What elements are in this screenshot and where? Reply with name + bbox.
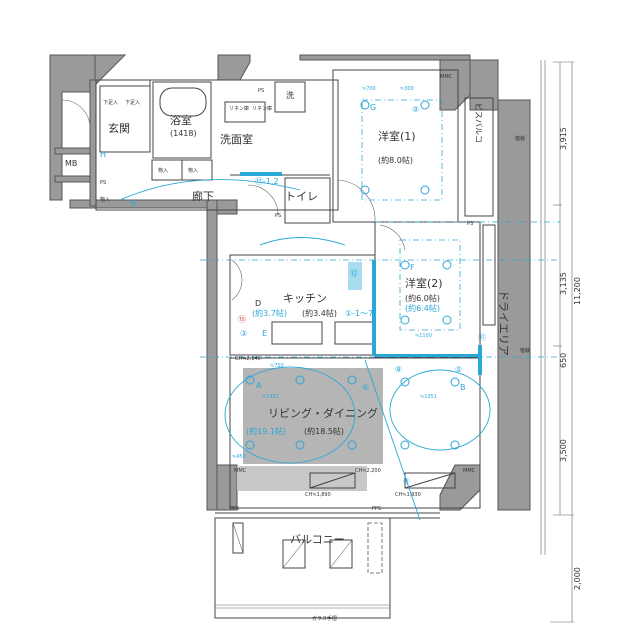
dim-2000: 2,000 (573, 567, 582, 590)
room-living-size-b: (約18.5帖) (304, 426, 344, 436)
walls (49, 54, 531, 511)
marker-3: ③ (240, 329, 247, 338)
a-mark: A (256, 381, 262, 390)
glass-rail-label: ガラス手摺 (312, 615, 337, 622)
ch-1890: CH≒1,890 (305, 492, 331, 498)
marker-11: ⑪ (478, 333, 486, 342)
electrical-layout (119, 99, 560, 521)
room-labels: 玄関 浴室 (1418) 洗面室 トイレ 廊下 MB 洋室(1) (約8.0帖)… (65, 103, 510, 622)
washer-label: 洗 (286, 90, 294, 100)
f-mark: F (410, 263, 415, 272)
marker-12: ⑫ (350, 269, 358, 278)
room-corridor: 廊下 (192, 189, 214, 203)
room-western2-size-a: (約6.0帖) (405, 293, 440, 303)
ps-label-3: PS (275, 213, 281, 219)
marker-6: ⑥ (362, 383, 369, 392)
e-mark: E (262, 329, 267, 338)
dim-11200: 11,200 (573, 277, 582, 305)
room-western1: 洋室(1) (378, 129, 416, 143)
room-kitchen-size-a: (約3.7帖) (252, 308, 287, 318)
pps-label-2: PPS (372, 506, 381, 512)
ps-label-2: PS (258, 88, 264, 94)
marker-15: ⑮ (238, 315, 246, 324)
w700: ≒700 (362, 86, 376, 92)
storage-label: 物入 (158, 167, 168, 174)
room-western2-size-b: (約6.4帖) (405, 303, 440, 313)
ch-2200: CH≒2,200 (355, 468, 381, 474)
dim-3915: 3,915 (559, 127, 568, 150)
h-mark: H (100, 150, 106, 159)
b-mark: B (460, 383, 466, 392)
room-living-size-a: (約19.1帖) (246, 426, 286, 436)
room-living: リビング・ダイニング (268, 406, 378, 420)
dim-3135: 3,135 (559, 272, 568, 295)
room-toilet: トイレ (285, 190, 318, 203)
room-bath-size: (1418) (170, 129, 197, 138)
h-mark-2: H (130, 199, 136, 208)
room-kitchen: キッチン (283, 292, 327, 305)
room-bath: 浴室 (170, 113, 192, 127)
ch-2140: CH≒2,140 (235, 356, 261, 362)
g-mark: G (370, 103, 376, 112)
room-genkan: 玄関 (108, 121, 130, 135)
room-mb: MB (65, 159, 77, 168)
room-service-balcony: ビスバルコ (474, 103, 483, 143)
living-fill (243, 368, 383, 464)
ch-1930: CH≒1,930 (395, 492, 421, 498)
marker-1-7: ①-1〜7 (345, 309, 373, 318)
w450: ≒450 (232, 454, 246, 460)
dimension-lines: 3,915 3,135 11,200 650 3,500 2,000 (550, 61, 582, 623)
w1351: ≒1351 (262, 394, 279, 400)
marker-5: ⑤ (455, 365, 462, 374)
counter-fill (237, 466, 367, 491)
mmc-label-2: MMC (234, 468, 247, 474)
room-western2: 洋室(2) (405, 276, 443, 290)
planting-label-2: 植栽 (520, 347, 530, 354)
w1351-2: ≒1351 (420, 394, 437, 400)
room-washroom: 洗面室 (220, 132, 253, 146)
dim-3500: 3,500 (559, 439, 568, 462)
room-balcony: バルコニー (290, 533, 345, 546)
ps-label-4: PS (467, 221, 473, 227)
storage-label-2: 物入 (188, 167, 198, 174)
shoe-label: 下足入 (103, 100, 118, 106)
dim-650: 650 (559, 353, 568, 368)
interior-walls (61, 60, 546, 619)
shoe-label-2: 下足入 (125, 100, 140, 106)
w300: ≒300 (400, 86, 414, 92)
planting-label: 植栽 (515, 135, 525, 142)
marker-9: ⑨ (412, 105, 419, 114)
linen-label: リネン庫 (229, 105, 249, 112)
ps-label: PS (100, 180, 106, 186)
d-mark: D (255, 299, 261, 308)
marker-8: ⑧ (395, 365, 402, 374)
w750: ≒750 (270, 363, 284, 369)
w1100: ≒1100 (415, 333, 432, 339)
room-dry-area: ドライエリア (497, 290, 510, 356)
marker-17: ⑰-1,2 (255, 177, 279, 186)
marker-4: ④ (403, 477, 410, 486)
room-kitchen-size-b: (約3.4帖) (302, 308, 337, 318)
room-western1-size: (約8.0帖) (378, 155, 413, 165)
pps-label: PPS (230, 506, 239, 512)
annotations: 下足入 下足入 リネン庫 リネン庫 物入 物入 物入 PS PS PS PS 洗… (100, 74, 530, 512)
mmc-label-3: MMC (463, 468, 476, 474)
linen-label-2: リネン庫 (252, 105, 272, 112)
mmc-label: MMC (440, 74, 453, 80)
storage-label-3: 物入 (100, 196, 110, 203)
